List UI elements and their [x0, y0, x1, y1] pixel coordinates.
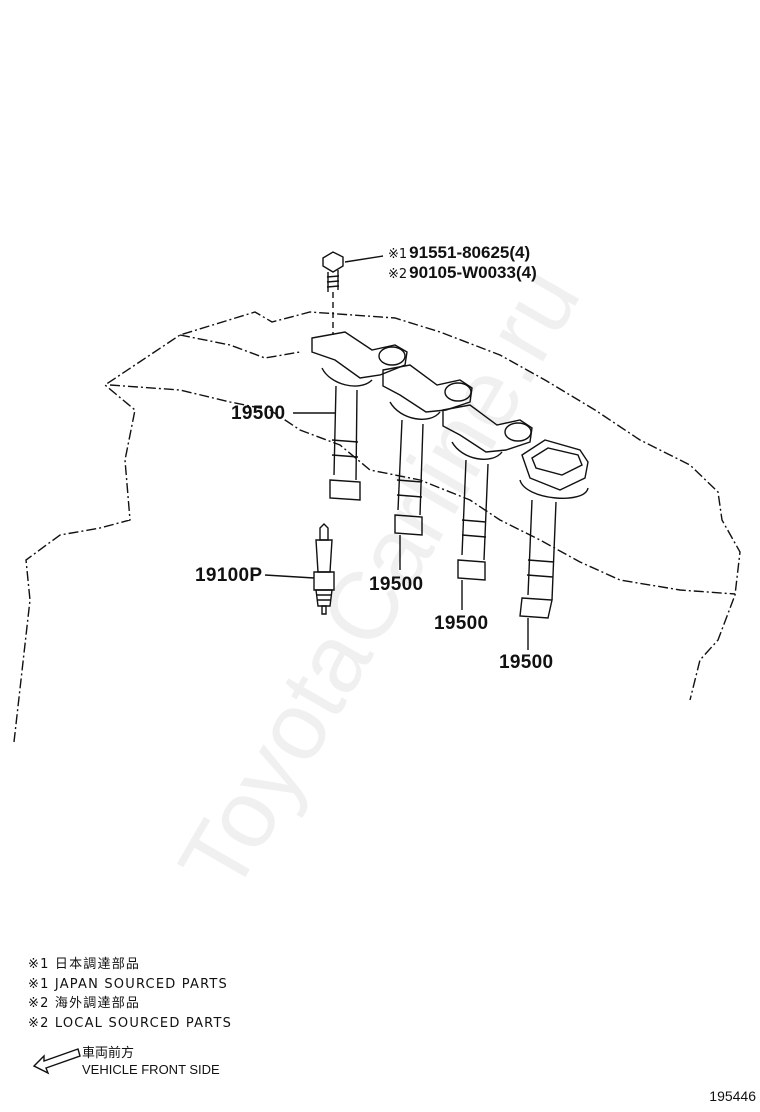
legend-line: ※2 LOCAL SOURCED PARTS — [28, 1015, 233, 1031]
coil-1-part-number: 19500 — [231, 403, 286, 424]
coil-3-part-number: 19500 — [434, 613, 489, 634]
legend-line: ※1 日本調達部品 — [28, 957, 141, 972]
ignition-coil-1 — [311, 331, 408, 501]
leader-spark-plug — [264, 574, 315, 579]
vehicle-front-en: VEHICLE FRONT SIDE — [82, 1062, 220, 1077]
engine-head-top — [179, 334, 301, 359]
front-arrow-icon — [32, 1048, 81, 1075]
bolt-icon — [322, 251, 384, 335]
coil-2-part-number: 19500 — [369, 574, 424, 595]
spark-plug-part-number: 19100P — [195, 565, 263, 586]
legend-line: ※1 JAPAN SOURCED PARTS — [28, 976, 228, 992]
coil-4-part-number: 19500 — [499, 652, 554, 673]
sourcing-legend: ※1 日本調達部品 ※1 JAPAN SOURCED PARTS ※2 海外調達… — [28, 955, 232, 1033]
engine-head-ridge — [109, 384, 736, 595]
ignition-coil-2 — [382, 364, 473, 536]
vehicle-front-jp: 車両前方 — [82, 1046, 135, 1061]
spark-plug-icon — [313, 523, 335, 615]
engine-head-outline — [13, 311, 741, 743]
diagram-code: 195446 — [709, 1088, 756, 1104]
ignition-coil-3 — [442, 404, 533, 581]
legend-line: ※2 海外調達部品 — [28, 996, 141, 1011]
ignition-coil-4 — [519, 439, 589, 619]
